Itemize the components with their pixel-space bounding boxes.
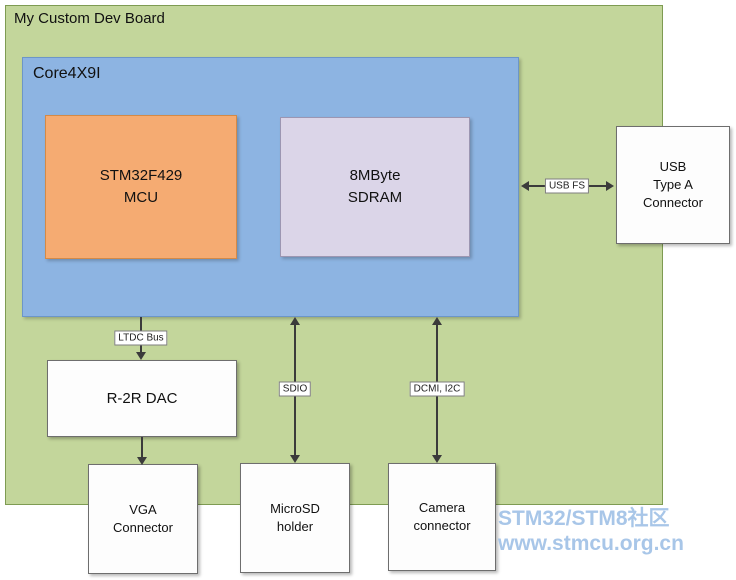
camera-connector-block: Camera connector	[388, 463, 496, 571]
usb-fs-label: USB FS	[544, 178, 590, 194]
ltdc-bus-label: LTDC Bus	[114, 330, 168, 346]
dac-to-vga-arrow	[136, 437, 148, 465]
usb-connector-block: USB Type A Connector	[616, 126, 730, 244]
microsd-holder-block: MicroSD holder	[240, 463, 350, 573]
watermark: STM32/STM8社区 www.stmcu.org.cn	[498, 506, 684, 556]
vga-connector-block: VGA Connector	[88, 464, 198, 574]
watermark-line1: STM32/STM8社区	[498, 507, 670, 530]
dcmi-i2c-label: DCMI, I2C	[409, 381, 465, 397]
arrowhead-right-icon	[606, 181, 614, 191]
arrowhead-down-icon	[432, 455, 442, 463]
mcu-block: STM32F429 MCU	[45, 115, 237, 259]
dac-block: R-2R DAC	[47, 360, 237, 437]
arrowhead-up-icon	[432, 317, 442, 325]
board-title: My Custom Dev Board	[14, 10, 165, 27]
arrow-line	[141, 437, 143, 457]
watermark-line2: www.stmcu.org.cn	[498, 532, 684, 555]
arrowhead-up-icon	[290, 317, 300, 325]
arrowhead-left-icon	[521, 181, 529, 191]
arrowhead-down-icon	[137, 457, 147, 465]
arrowhead-down-icon	[136, 352, 146, 360]
sdio-label: SDIO	[278, 381, 312, 397]
core-module-label: Core4X9I	[33, 65, 101, 82]
sdram-block: 8MByte SDRAM	[280, 117, 470, 257]
arrowhead-down-icon	[290, 455, 300, 463]
